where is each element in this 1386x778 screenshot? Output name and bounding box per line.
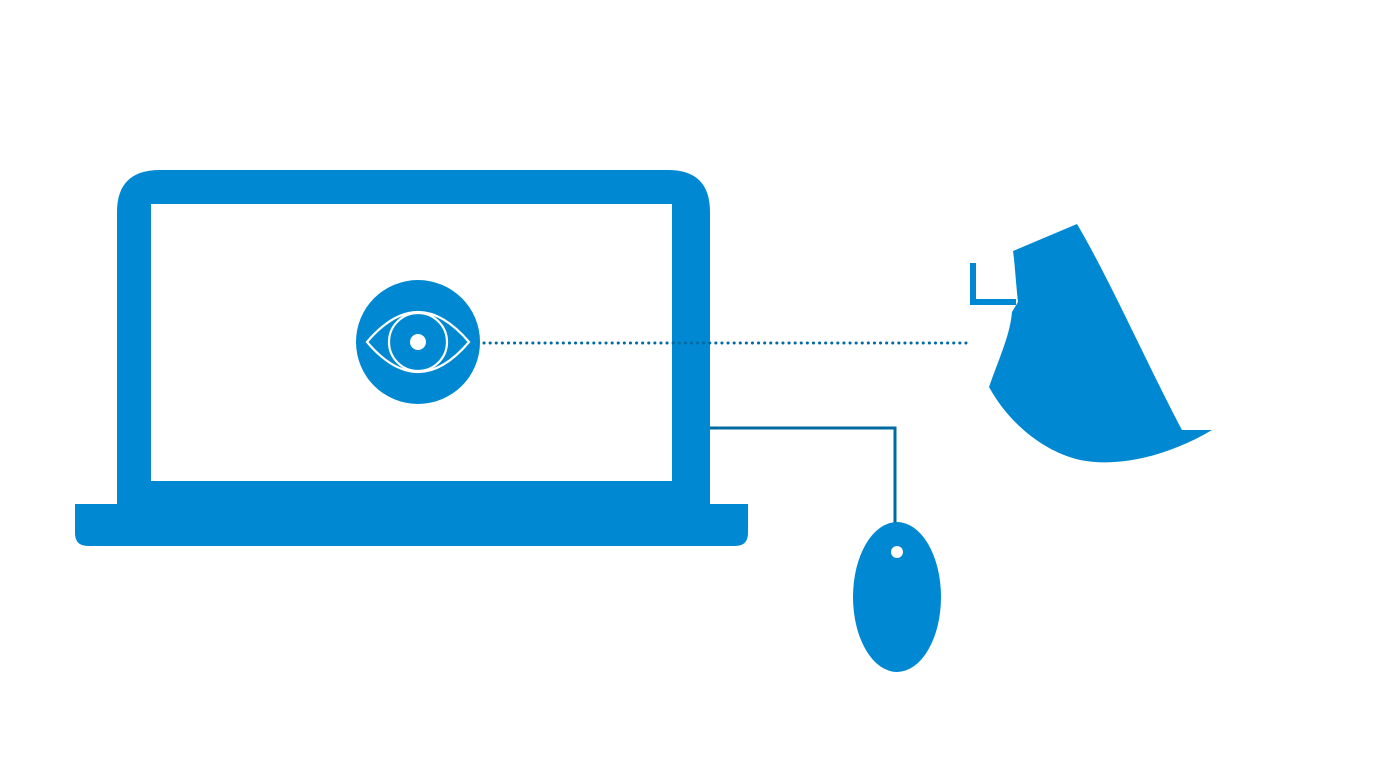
laptop-base [75,504,748,546]
mouse-body [853,522,941,672]
head-shape [989,224,1212,463]
mouse-button-dot [891,546,903,558]
mouse-cable [710,426,897,525]
eye-icon [356,280,480,404]
eyeglasses-icon [970,263,1016,305]
eye-pupil [410,334,426,350]
head-profile-icon [970,224,1212,463]
eye-iris [387,311,449,373]
mouse-icon [853,522,941,672]
eye-outline [365,310,471,374]
